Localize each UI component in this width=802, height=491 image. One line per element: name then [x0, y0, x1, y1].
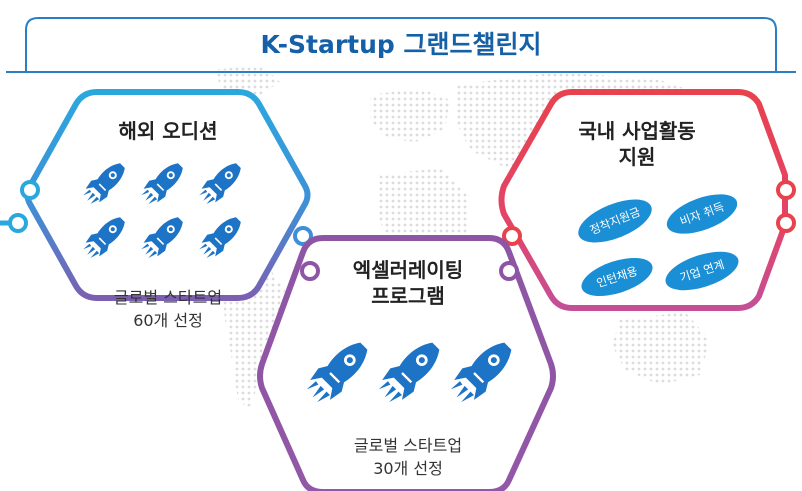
node-circle: [20, 180, 40, 200]
hexagon-overseas-audition: 해외 오디션 글로벌 스타트업 60개 선정: [0, 89, 313, 330]
node-circle: [776, 180, 796, 200]
support-title-line2: 지원: [619, 145, 656, 169]
pill-intern-hiring: 인턴채용: [581, 257, 653, 297]
audition-title: 해외 오디션: [119, 119, 218, 143]
hexagon-domestic-support: 국내 사업활동 지원 정착지원금 비자 취득 인턴채용 기업 연계: [498, 89, 796, 311]
node-circle: [776, 213, 796, 233]
node-circle: [8, 213, 28, 233]
audition-line1: 글로벌 스타트업: [114, 288, 222, 307]
support-title-line1: 국내 사업활동: [578, 119, 695, 143]
accelerating-title-line1: 엑셀러레이팅: [353, 258, 463, 282]
page-title: K-Startup 그랜드챌린지: [260, 30, 541, 59]
pill-visa: 비자 취득: [666, 194, 738, 234]
node-circle: [293, 226, 313, 246]
pill-company-link: 기업 연계: [665, 251, 739, 291]
title-banner: K-Startup 그랜드챌린지: [6, 17, 796, 73]
audition-line2: 60개 선정: [133, 311, 203, 330]
accelerating-line1: 글로벌 스타트업: [354, 436, 462, 455]
node-circle: [499, 261, 519, 281]
accelerating-line2: 30개 선정: [373, 459, 443, 478]
node-circle: [502, 226, 522, 246]
node-circle: [300, 261, 320, 281]
accelerating-title-line2: 프로그램: [371, 284, 445, 308]
hexagon-accelerating-program: 엑셀러레이팅 프로그램 글로벌 스타트업 30개 선정: [257, 235, 556, 491]
